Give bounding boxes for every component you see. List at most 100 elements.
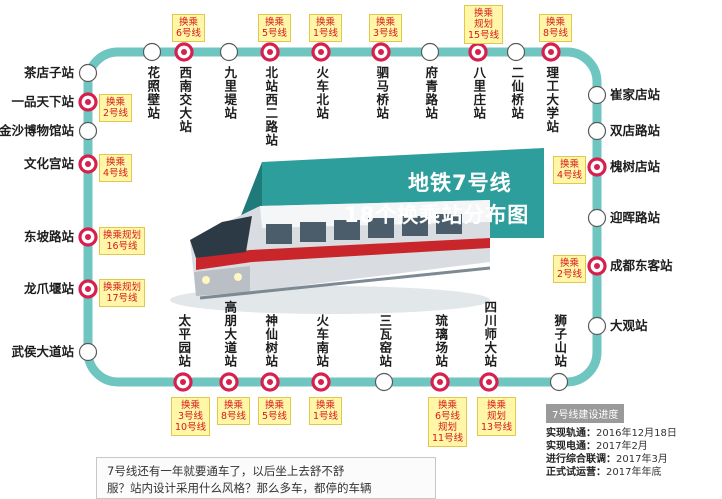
station-label-s10: 九里堤站 bbox=[222, 66, 238, 120]
transfer-dot-s02 bbox=[85, 99, 91, 105]
transfer-tag-line: 规划 bbox=[487, 411, 507, 422]
station-label-s20: 槐树店站 bbox=[610, 158, 661, 174]
progress-row: 实现轨通：2016年12月18日 bbox=[546, 428, 677, 439]
banner-title-line1: 地铁7号线 bbox=[408, 171, 512, 195]
station-marker-s24 bbox=[549, 372, 569, 392]
transfer-tag-line: 换乘 bbox=[546, 17, 566, 28]
station-label-s16: 二仙桥站 bbox=[509, 66, 525, 120]
station-label-s25: 四川师大站 bbox=[482, 300, 498, 369]
station-label-s24: 狮子山站 bbox=[552, 314, 568, 368]
progress-row: 正式试运营：2017年年底 bbox=[546, 467, 662, 478]
article-intro-line2: 服？站内设计采用什么风格？那么多车，都停的车辆 bbox=[107, 481, 372, 495]
transfer-dot-s20 bbox=[594, 164, 600, 170]
station-marker-s03 bbox=[78, 121, 98, 141]
transfer-dot-s25 bbox=[486, 379, 492, 385]
station-marker-s16 bbox=[506, 42, 526, 62]
transfer-tag-line: 8号线 bbox=[221, 411, 247, 422]
station-label-s01: 茶店子站 bbox=[23, 64, 74, 80]
transfer-tag-line: 2号线 bbox=[557, 269, 583, 280]
transfer-tag-line: 换乘 bbox=[181, 400, 201, 411]
station-label-s05: 东坡路站 bbox=[23, 228, 74, 244]
station-marker-s21 bbox=[587, 208, 607, 228]
station-label-s09: 西南交大站 bbox=[177, 66, 193, 134]
transfer-dot-s06 bbox=[85, 286, 91, 292]
transfer-dot-s11 bbox=[267, 49, 273, 55]
transfer-dot-s15 bbox=[475, 49, 481, 55]
station-marker-s23 bbox=[587, 316, 607, 336]
progress-row: 实现电通：2017年2月 bbox=[546, 441, 648, 452]
transfer-tag-line: 15号线 bbox=[468, 30, 500, 41]
transfer-tag-line: 16号线 bbox=[106, 241, 138, 252]
transfer-tag-line: 换乘 bbox=[106, 97, 126, 108]
station-label-s08: 花照壁站 bbox=[145, 66, 161, 120]
transfer-tag-line: 1号线 bbox=[313, 411, 339, 422]
transfer-tag-line: 6号线 bbox=[176, 28, 202, 39]
transfer-dot-s12 bbox=[318, 49, 324, 55]
transfer-tag-line: 换乘规划 bbox=[103, 230, 142, 241]
station-label-s15: 八里庄站 bbox=[471, 66, 487, 120]
transfer-dot-s22 bbox=[594, 263, 600, 269]
banner-title-line2: 18个换乘站分布图 bbox=[344, 203, 530, 227]
station-label-s29: 神仙树站 bbox=[263, 314, 279, 368]
transfer-tag-line: 6号线 bbox=[435, 411, 461, 422]
station-label-s27: 三瓦窑站 bbox=[377, 314, 393, 368]
transfer-tag-line: 13号线 bbox=[481, 422, 513, 433]
transfer-tag-line: 2号线 bbox=[103, 108, 129, 119]
transfer-tag-line: 换乘 bbox=[265, 400, 285, 411]
transfer-tag-line: 5号线 bbox=[262, 28, 288, 39]
progress-title: 7号线建设进度 bbox=[546, 404, 625, 423]
station-label-s30: 高朋大道站 bbox=[222, 300, 238, 369]
transfer-dot-s26 bbox=[437, 379, 443, 385]
station-label-s23: 大观站 bbox=[610, 317, 648, 333]
station-label-s31: 太平园站 bbox=[176, 314, 192, 368]
transfer-tag-line: 5号线 bbox=[262, 411, 288, 422]
transfer-dot-s09 bbox=[181, 49, 187, 55]
station-label-s12: 火车北站 bbox=[314, 66, 330, 120]
transfer-tag-line: 换乘规划 bbox=[103, 282, 142, 293]
station-label-s17: 理工大学站 bbox=[544, 66, 560, 134]
transfer-tag-line: 11号线 bbox=[432, 433, 464, 444]
transfer-tag-line: 4号线 bbox=[557, 170, 583, 181]
transfer-tag-line: 3号线 bbox=[373, 28, 399, 39]
transfer-tag-line: 换乘 bbox=[560, 159, 580, 170]
station-label-s19: 双店路站 bbox=[610, 122, 661, 138]
transfer-dot-s28 bbox=[318, 379, 324, 385]
station-label-s28: 火车南站 bbox=[314, 314, 330, 368]
station-label-s11: 北站西二路站 bbox=[263, 66, 279, 147]
transfer-tag-line: 换乘 bbox=[316, 17, 336, 28]
station-label-s02: 一品天下站 bbox=[11, 93, 74, 109]
transfer-tag-line: 换乘 bbox=[560, 258, 580, 269]
transfer-dot-s31 bbox=[180, 379, 186, 385]
transfer-dot-s04 bbox=[85, 161, 91, 167]
article-intro-box: 7号线还有一年就要通车了，以后坐上去舒不舒 服？站内设计采用什么风格？那么多车，… bbox=[96, 457, 436, 499]
station-marker-s18 bbox=[587, 85, 607, 105]
transfer-dot-s13 bbox=[378, 49, 384, 55]
station-label-s21: 迎晖路站 bbox=[610, 209, 661, 225]
transfer-tag-line: 换乘 bbox=[316, 400, 336, 411]
station-label-s03: 金沙博物馆站 bbox=[0, 122, 74, 138]
station-marker-s10 bbox=[219, 42, 239, 62]
transfer-tag-line: 换乘 bbox=[106, 157, 126, 168]
station-marker-s01 bbox=[78, 63, 98, 83]
progress-row: 进行综合联调：2017年3月 bbox=[546, 454, 668, 465]
transfer-tag-line: 换乘 bbox=[265, 17, 285, 28]
train-illustration bbox=[170, 200, 491, 314]
station-label-s07: 武侯大道站 bbox=[11, 343, 74, 359]
transfer-dot-s29 bbox=[267, 379, 273, 385]
station-label-s14: 府青路站 bbox=[423, 66, 439, 120]
station-marker-s08 bbox=[142, 42, 162, 62]
